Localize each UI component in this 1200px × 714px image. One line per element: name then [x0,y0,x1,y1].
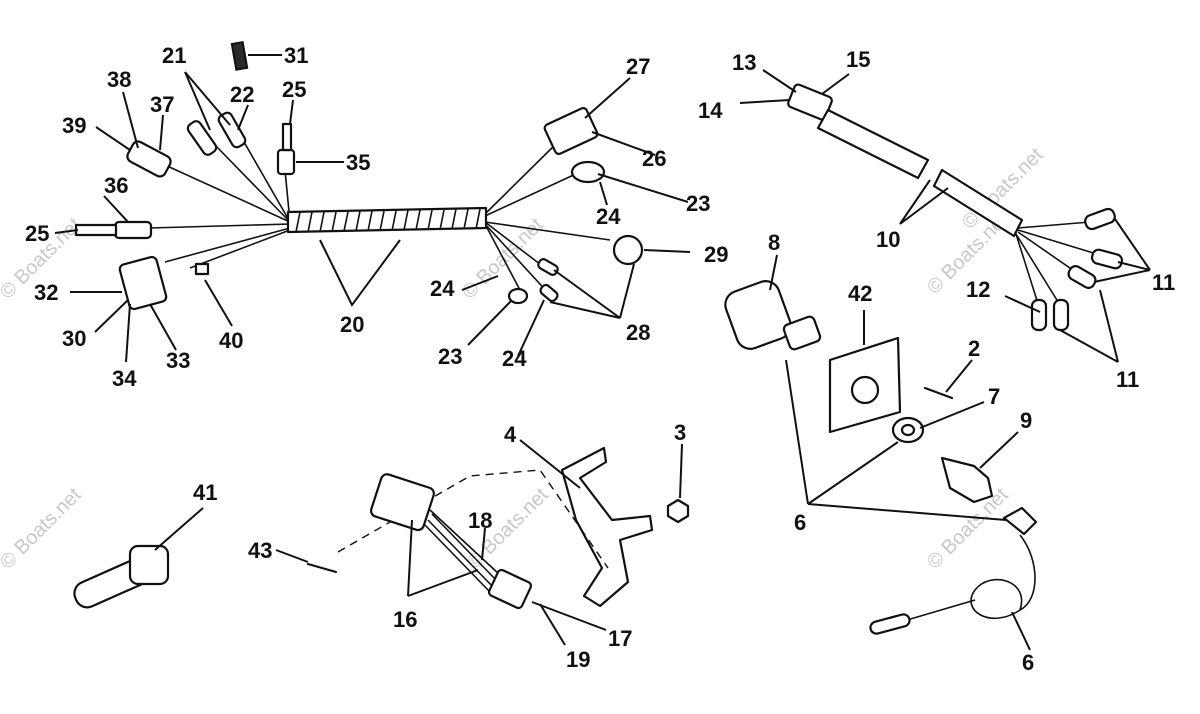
callout-8: 8 [768,230,780,255]
callout-25: 25 [282,77,306,102]
callout-29: 29 [704,242,728,267]
callout-17: 17 [608,626,632,651]
callout-6b: 6 [1022,650,1034,675]
callout-42: 42 [848,281,872,306]
terminal-11b [1090,248,1124,270]
plug-35 [276,148,296,176]
callout-19: 19 [566,647,590,672]
callout-3: 3 [674,420,686,445]
callout-12: 12 [966,277,990,302]
callout-6: 6 [794,510,806,535]
terminal-25b [74,223,118,237]
callout-35: 35 [346,150,370,175]
callout-20: 20 [340,312,364,337]
callout-33: 33 [166,348,190,373]
callout-11b: 11 [1116,367,1139,392]
switch-16 [369,473,435,532]
callout-22: 22 [230,82,254,107]
terminal-25 [281,122,293,152]
callout-11: 11 [1152,270,1175,295]
callout-16: 16 [393,607,417,632]
connector-19 [487,568,533,610]
harness-trunk [286,206,488,234]
lanyard [869,506,1038,635]
callout-2: 2 [968,336,980,361]
connector-37 [126,140,172,178]
callout-28: 28 [626,320,650,345]
terminal-22 [217,111,247,149]
callout-23: 23 [686,191,710,216]
callout-39: 39 [62,113,86,138]
ring-terminal-29 [612,234,644,266]
terminal-11c [1067,265,1097,289]
connector-36 [113,220,153,240]
callout-18: 18 [468,508,492,533]
ring-terminal-23 [570,160,606,184]
callout-36: 36 [104,173,128,198]
watermark: © Boats.net [0,484,86,574]
terminal-24 [539,283,559,303]
terminal-11a [1084,207,1116,231]
callout-43: 43 [248,538,272,563]
switch-8 [724,280,792,350]
callout-26: 26 [642,146,666,171]
switch-assembly [724,280,994,504]
switch-harness [306,469,609,610]
terminal-21a [186,120,218,156]
callout-24b: 24 [430,276,455,301]
clip-6 [1002,506,1038,536]
callout-14: 14 [698,98,723,123]
callouts: 31 21 22 25 38 37 39 35 36 25 32 30 34 3… [25,43,1175,675]
leader-lines [54,54,1151,651]
callout-25b: 25 [25,221,49,246]
key-9 [940,456,994,504]
callout-27: 27 [626,54,650,79]
callout-30: 30 [62,326,86,351]
callout-10: 10 [876,227,900,252]
terminal-28 [537,258,559,276]
nut-3 [666,498,690,524]
callout-24: 24 [596,204,621,229]
callout-13: 13 [732,50,756,75]
callout-38: 38 [107,67,131,92]
callout-37: 37 [150,92,174,117]
callout-4: 4 [504,422,517,447]
callout-32: 32 [34,280,58,305]
bracket-assembly [560,446,690,608]
connector-27 [543,106,599,156]
callout-24c: 24 [502,346,527,371]
screw-40 [194,262,210,276]
ring-terminal-23b [507,287,529,305]
kill-switch [73,544,170,609]
callout-15: 15 [846,47,870,72]
callout-23b: 23 [438,344,462,369]
callout-41: 41 [193,480,217,505]
terminal-12 [1030,298,1048,332]
callout-9: 9 [1020,408,1032,433]
screw-2 [923,386,954,400]
callout-31: 31 [284,43,308,68]
callout-21: 21 [162,43,186,68]
sleeve-31 [230,40,249,71]
bracket-4 [560,446,654,608]
extension-harness [787,83,1124,332]
wiring-harness [74,40,644,311]
switch-41-body [128,544,170,586]
callout-40: 40 [219,328,243,353]
callout-7: 7 [988,384,1000,409]
connector-33 [118,255,168,311]
terminal-11d [1052,298,1070,332]
screw-43 [306,562,338,574]
callout-34: 34 [112,366,137,391]
